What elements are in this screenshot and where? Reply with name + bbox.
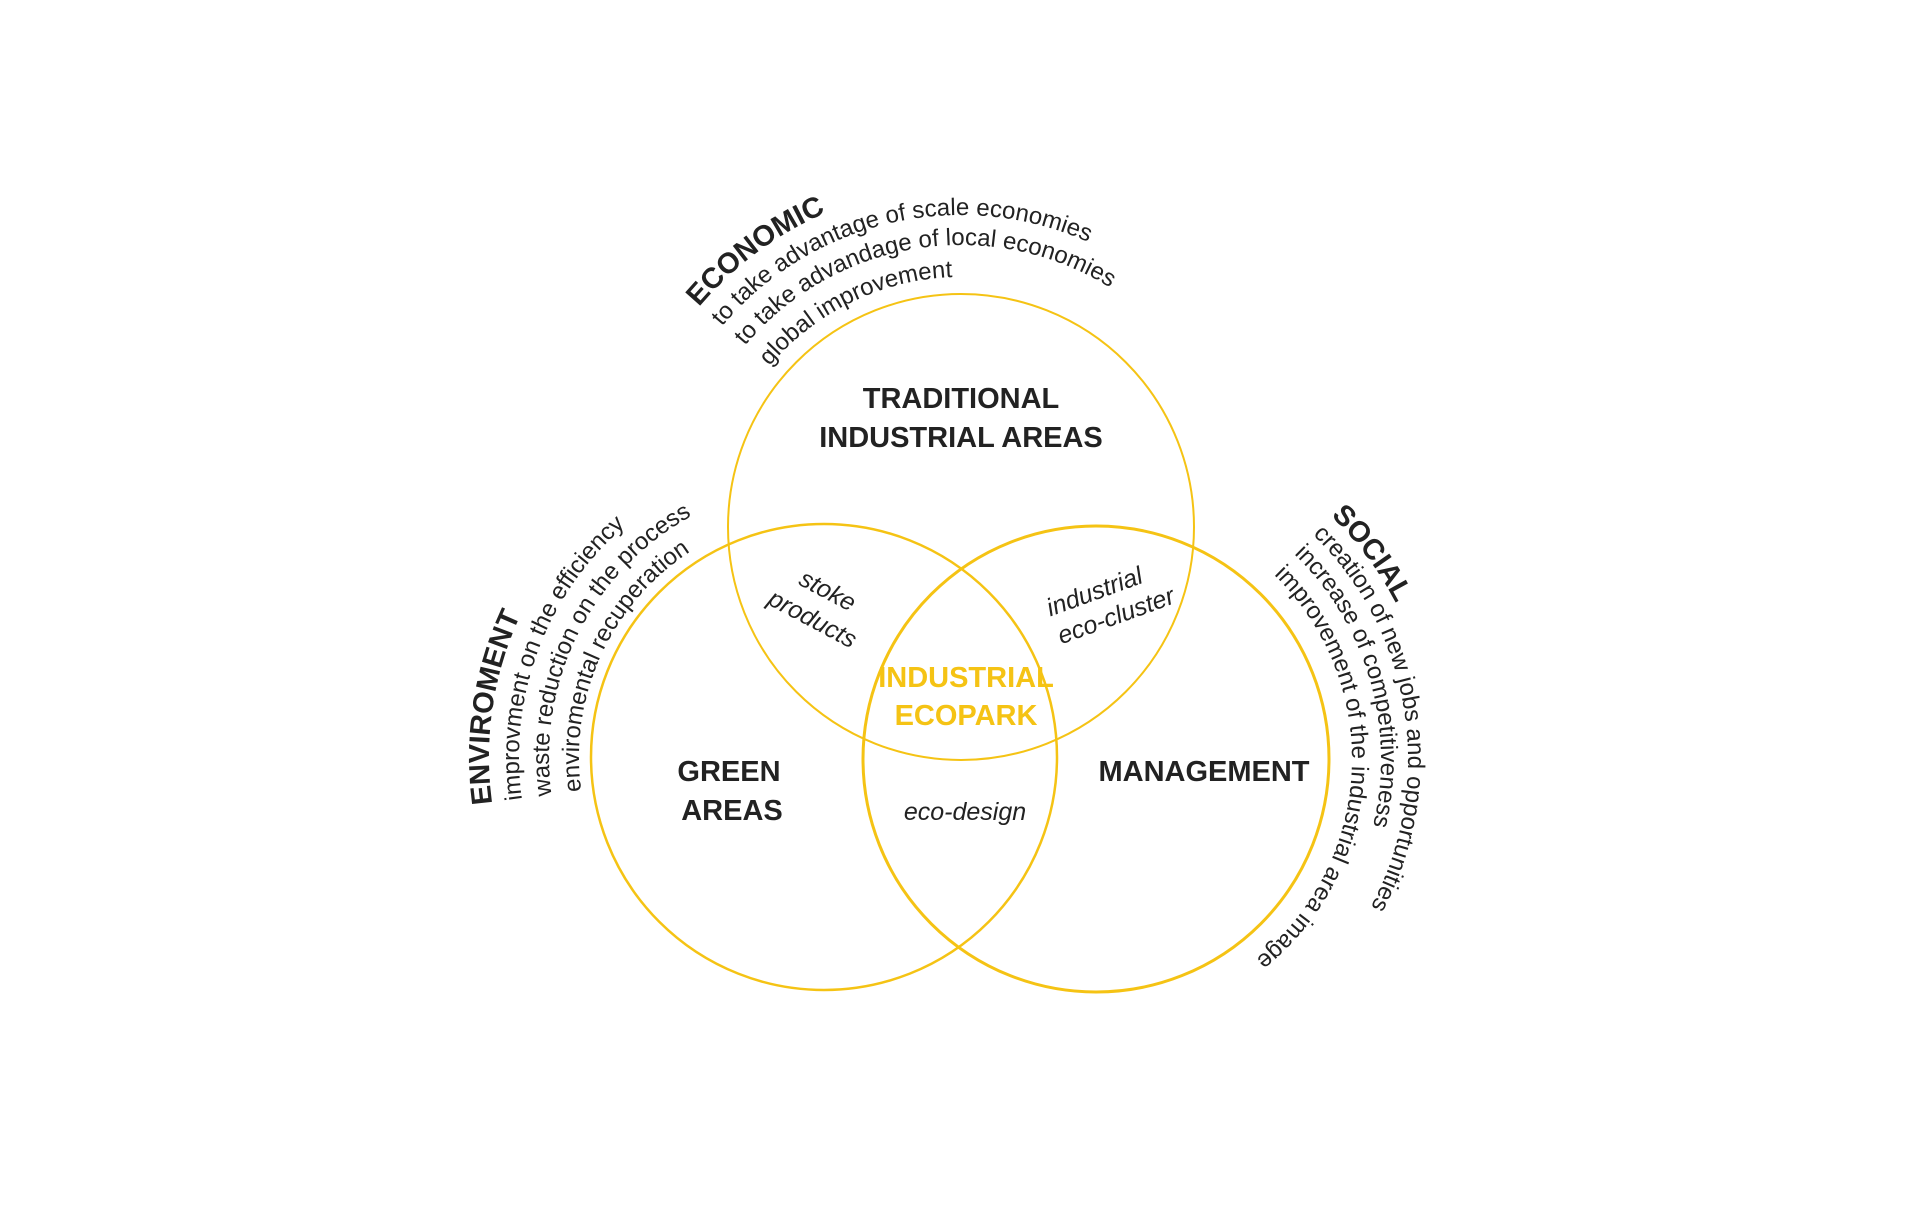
circle-management bbox=[861, 524, 1331, 994]
circle-green-areas bbox=[589, 522, 1059, 992]
circle-traditional-industrial-areas bbox=[727, 293, 1195, 761]
label-industrial-ecopark-2: ECOPARK bbox=[895, 700, 1038, 732]
label-industrial-areas: INDUSTRIAL AREAS bbox=[819, 422, 1103, 454]
label-traditional: TRADITIONAL bbox=[863, 383, 1060, 415]
label-eco-design: eco-design bbox=[904, 798, 1026, 826]
label-management: MANAGEMENT bbox=[1098, 756, 1309, 788]
label-green: GREEN bbox=[677, 756, 780, 788]
label-industrial-ecopark-1: INDUSTRIAL bbox=[878, 662, 1054, 694]
label-areas: AREAS bbox=[681, 795, 783, 827]
